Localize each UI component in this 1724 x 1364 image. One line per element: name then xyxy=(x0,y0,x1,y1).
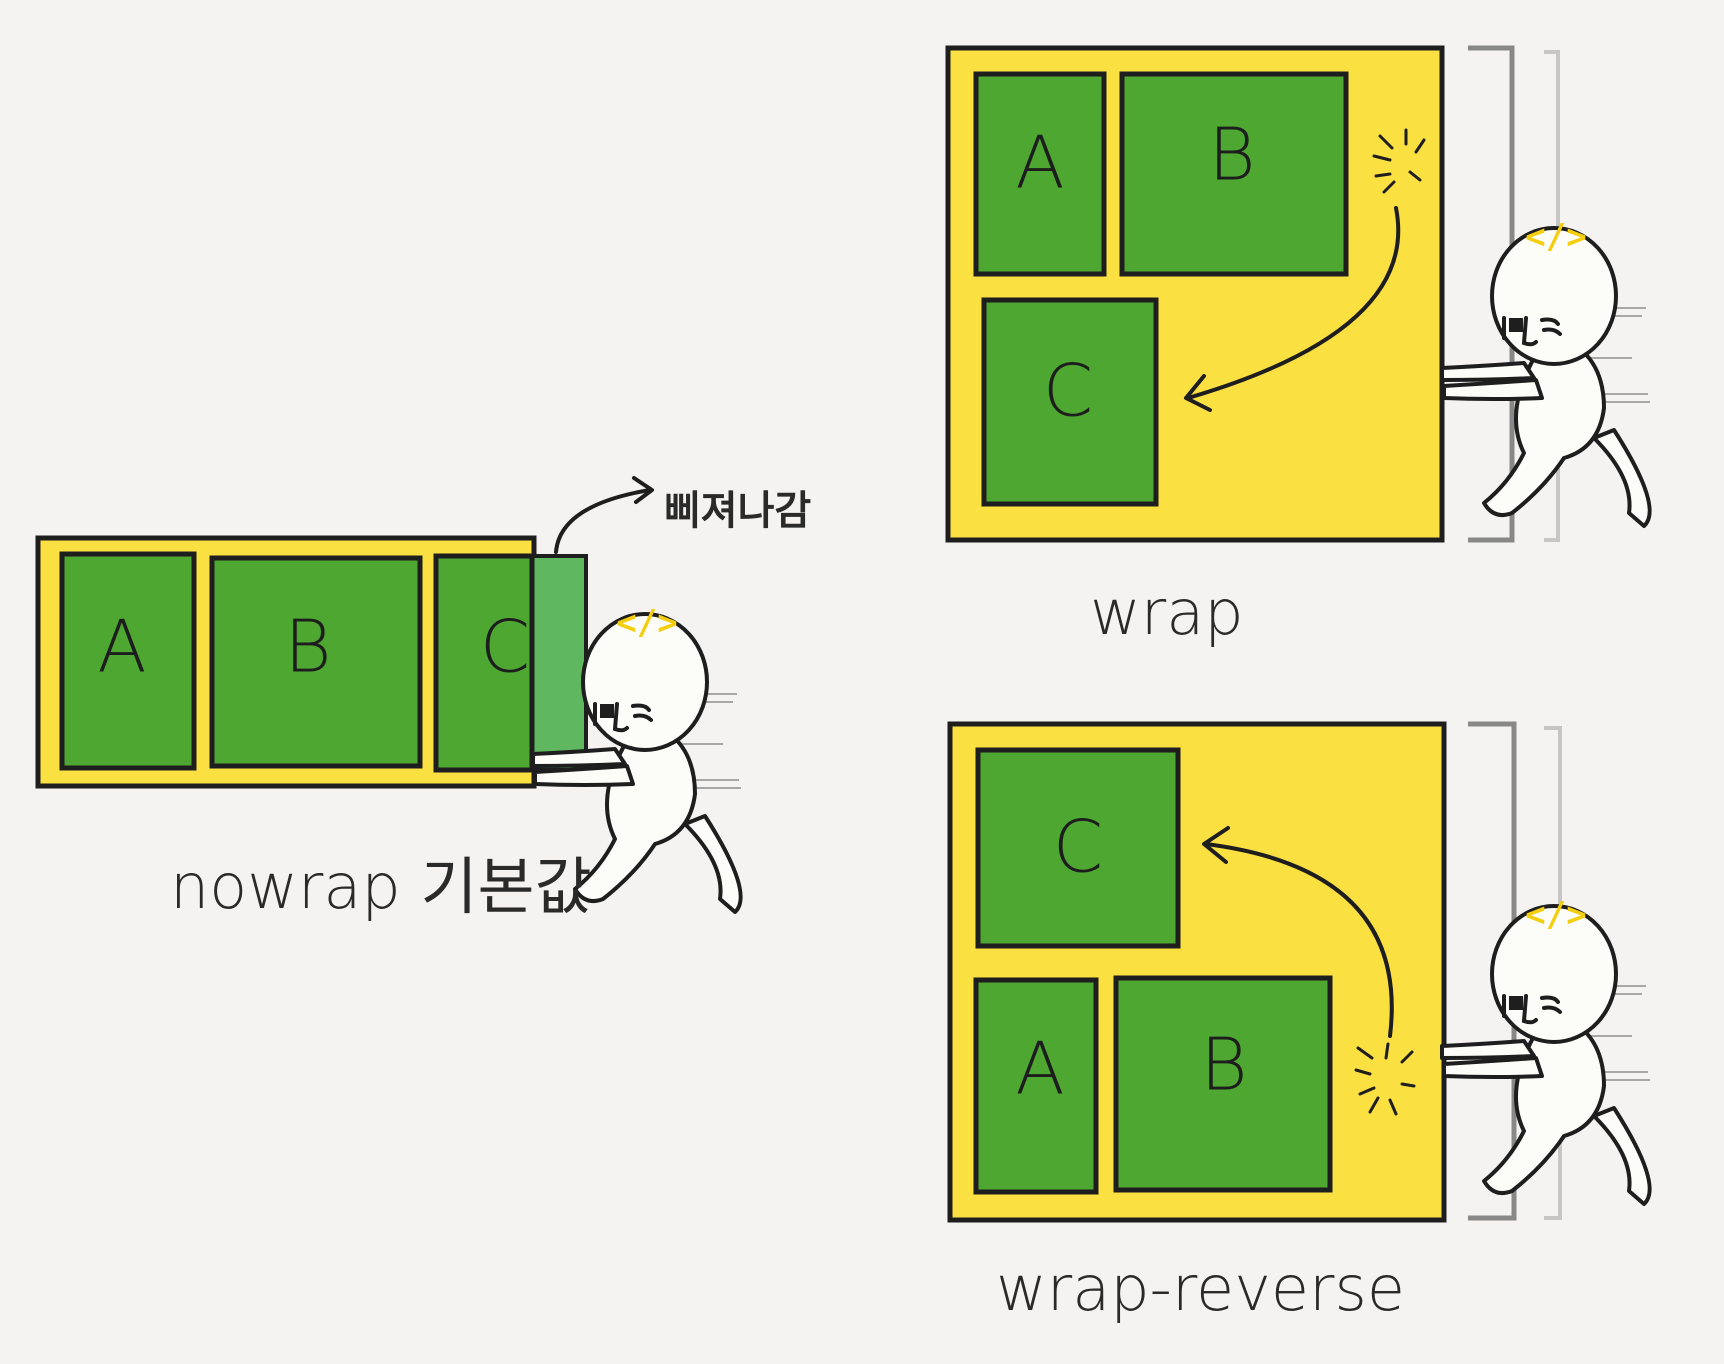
nowrap-label-a: A xyxy=(97,605,146,689)
overflow-note: 삐져나감 xyxy=(664,488,811,534)
wrap-reverse-arrow xyxy=(1204,842,1394,1038)
wrap-reverse-label-c: C xyxy=(1053,805,1103,889)
wrap-item-b xyxy=(1119,71,1349,277)
wrap-reverse-item-c xyxy=(975,747,1181,949)
nowrap-label-c: C xyxy=(480,605,530,689)
character-tag-icon: </> xyxy=(1525,217,1586,257)
wrap-reverse-item-a xyxy=(973,977,1099,1195)
nowrap-item-a xyxy=(59,551,197,771)
character-tag-icon: </> xyxy=(616,603,677,643)
wrap-caption: wrap xyxy=(1090,576,1244,649)
spark-icon xyxy=(1372,128,1426,194)
pushing-character-wrap: </> xyxy=(1440,217,1652,528)
wrap-label-b: B xyxy=(1208,113,1255,197)
wrap-item-c xyxy=(981,297,1159,507)
overflow-arrow xyxy=(554,488,652,554)
wrap-reverse-item-b xyxy=(1113,975,1333,1193)
nowrap-item-c-overflow xyxy=(528,554,588,772)
wrap-arrow xyxy=(1186,206,1401,400)
pushing-character-wrap-reverse: </> xyxy=(1440,895,1652,1206)
wrap-reverse-label-a: A xyxy=(1015,1027,1064,1111)
nowrap-item-c xyxy=(433,553,535,773)
wrap-label-c: C xyxy=(1043,349,1093,433)
spark-icon xyxy=(1354,1042,1416,1116)
wrap-reverse-example: C A B </> wrap-reverse xyxy=(947,721,1652,1325)
pushing-character-nowrap: </> xyxy=(531,603,743,914)
nowrap-item-b xyxy=(209,555,423,769)
character-tag-icon: </> xyxy=(1525,895,1586,935)
wrap-item-a xyxy=(973,71,1107,277)
nowrap-caption: nowrap 기본값 xyxy=(170,850,592,923)
nowrap-label-b: B xyxy=(284,605,331,689)
wrap-reverse-label-b: B xyxy=(1200,1023,1247,1107)
wrap-reverse-caption: wrap-reverse xyxy=(996,1252,1405,1325)
wrap-label-a: A xyxy=(1015,121,1064,205)
nowrap-example: A B C 삐져나감 </> nowrap 기본값 xyxy=(35,476,811,923)
wrap-example: A B C </> wrap xyxy=(945,45,1652,649)
